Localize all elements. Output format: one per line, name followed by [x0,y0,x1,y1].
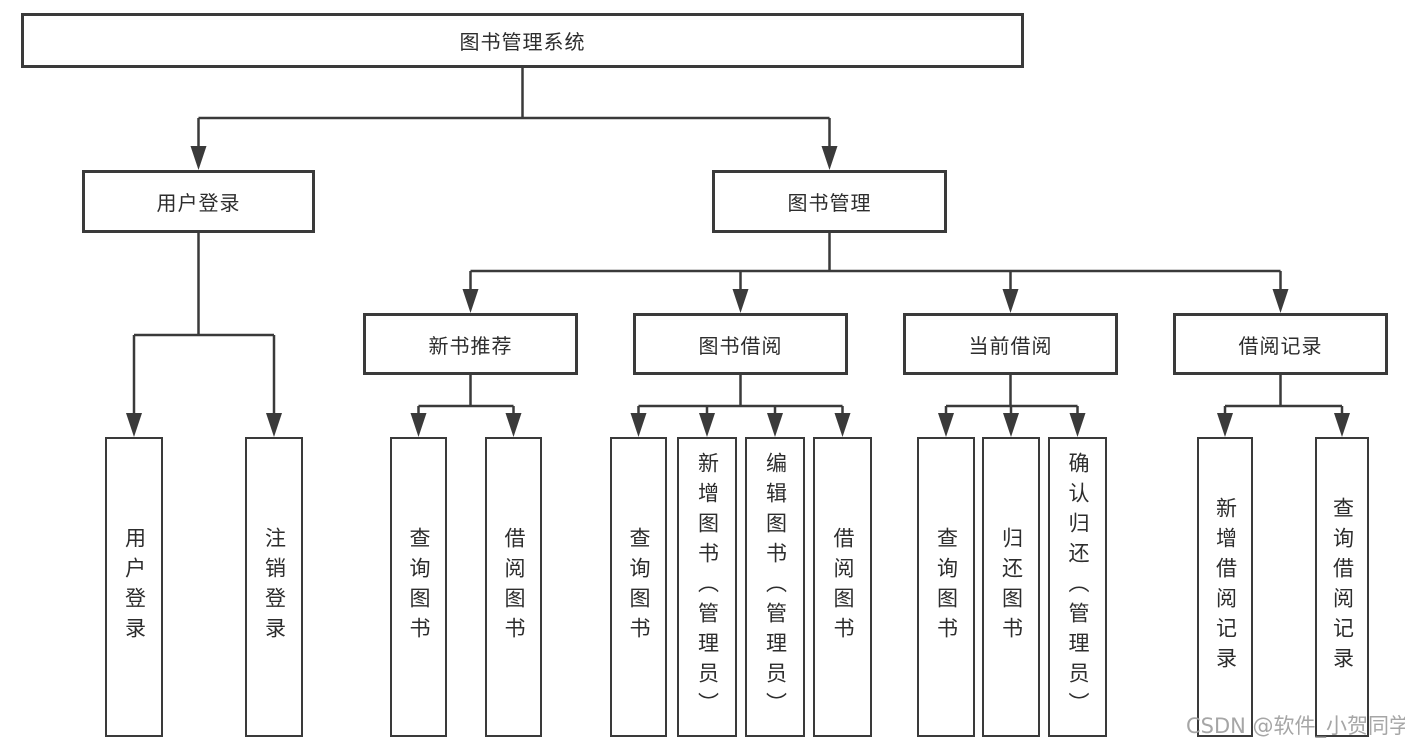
leaf-query-books-recommend: 查询图书 [390,437,447,737]
node-label: 当前借阅 [968,333,1053,358]
leaf-label: 归还图书 [999,527,1024,647]
node-current-borrowing: 当前借阅 [903,313,1118,375]
leaf-label: 新增借阅记录 [1213,497,1238,677]
leaf-label: 查询图书 [407,527,432,647]
node-book-borrowing: 图书借阅 [633,313,848,375]
leaf-label: 借阅图书 [831,527,856,647]
leaf-label: 借阅图书 [502,527,527,647]
node-user-login: 用户登录 [82,170,315,233]
node-borrowing-records: 借阅记录 [1173,313,1388,375]
leaf-label: 注销登录 [262,527,287,647]
leaf-borrow-books-recommend: 借阅图书 [485,437,542,737]
leaf-label: 查询借阅记录 [1330,497,1355,677]
node-label: 用户登录 [156,191,241,215]
node-label: 借阅记录 [1238,333,1323,358]
leaf-query-books-borrow: 查询图书 [610,437,667,737]
node-label: 图书借阅 [698,333,783,358]
leaf-confirm-return-admin: 确认归还（管理员） [1048,437,1107,737]
leaf-label: 查询图书 [934,527,959,647]
leaf-label: 用户登录 [122,527,147,647]
leaf-query-borrow-record: 查询借阅记录 [1315,437,1369,737]
leaf-query-books-current: 查询图书 [917,437,975,737]
leaf-return-books: 归还图书 [982,437,1040,737]
leaf-logout: 注销登录 [245,437,303,737]
watermark-csdn: CSDN @软件_小贺同学 [1186,714,1405,738]
node-book-management: 图书管理 [712,170,947,233]
leaf-add-books-admin: 新增图书（管理员） [677,437,737,737]
leaf-label: 确认归还（管理员） [1066,452,1091,722]
node-library-management-system: 图书管理系统 [21,13,1024,68]
leaf-user-login: 用户登录 [105,437,163,737]
node-label: 新书推荐 [428,333,513,358]
node-label: 图书管理 [787,191,872,215]
leaf-add-borrow-record: 新增借阅记录 [1197,437,1253,737]
node-label: 图书管理系统 [459,30,586,54]
leaf-label: 新增图书（管理员） [695,452,720,722]
leaf-label: 查询图书 [627,527,652,647]
leaf-label: 编辑图书（管理员） [763,452,788,722]
leaf-edit-books-admin: 编辑图书（管理员） [745,437,805,737]
leaf-borrow-books: 借阅图书 [813,437,872,737]
node-new-book-recommendation: 新书推荐 [363,313,578,375]
